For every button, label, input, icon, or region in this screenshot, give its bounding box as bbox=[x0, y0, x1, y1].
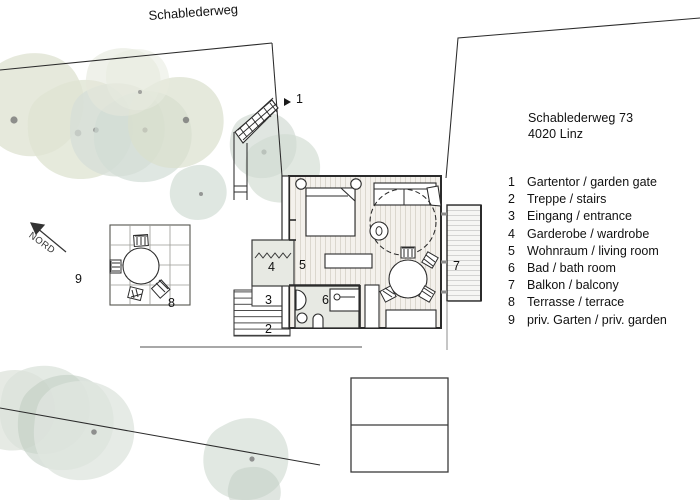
neighbour-building bbox=[350, 377, 449, 473]
tall-cabinet bbox=[364, 284, 380, 329]
tree-canopy bbox=[33, 380, 135, 481]
boundary-south-west bbox=[0, 407, 321, 466]
dining-chair bbox=[421, 251, 439, 269]
legend-item-4: 4 Garderobe / wardrobe bbox=[508, 226, 700, 243]
legend-label: Garderobe / wardrobe bbox=[527, 226, 650, 241]
nightstand-lamp bbox=[350, 178, 362, 190]
garden-gate-path bbox=[233, 97, 291, 200]
legend-number: 6 bbox=[508, 261, 515, 276]
plan-marker-gate: 1 bbox=[296, 92, 303, 106]
legend-label: Eingang / entrance bbox=[527, 209, 632, 224]
tree-canopy bbox=[106, 49, 170, 111]
terrace-chair bbox=[127, 286, 144, 302]
legend-item-2: 2 Treppe / stairs bbox=[508, 191, 700, 208]
bathtub bbox=[295, 289, 307, 311]
plan-marker-stairs: 2 bbox=[265, 322, 272, 336]
legend-label: Terrasse / terrace bbox=[527, 295, 625, 310]
tree-canopy-group bbox=[0, 48, 321, 500]
legend-label: Balkon / balcony bbox=[527, 278, 619, 293]
legend-number: 1 bbox=[508, 175, 515, 189]
boundary-north-east bbox=[445, 17, 700, 179]
legend-item-8: 8 Terrasse / terrace bbox=[508, 294, 700, 311]
address-line-1: Schablederweg 73 bbox=[528, 111, 634, 125]
legend-item-3: 3 Eingang / entrance bbox=[508, 208, 700, 225]
boundary-north-west bbox=[0, 42, 273, 71]
legend-number: 2 bbox=[508, 192, 515, 207]
terrace-chair bbox=[109, 259, 122, 274]
legend-label: priv. Garten / priv. garden bbox=[527, 312, 667, 327]
sofa-furniture bbox=[373, 182, 442, 207]
legend-item-5: 5 Wohnraum / living room bbox=[508, 243, 700, 260]
lower-cabinet bbox=[385, 309, 437, 329]
bath-room bbox=[294, 285, 360, 329]
legend-number: 7 bbox=[508, 278, 515, 293]
toilet bbox=[312, 313, 324, 329]
plan-marker-terrace: 8 bbox=[168, 296, 175, 310]
plan-marker-living-room: 5 bbox=[299, 258, 306, 272]
legend-number: 9 bbox=[508, 312, 515, 327]
terrace-table bbox=[122, 247, 160, 285]
legend-item-1: 1 Gartentor / garden gate bbox=[508, 174, 700, 191]
plan-marker-wardrobe: 4 bbox=[268, 260, 275, 274]
legend-number: 8 bbox=[508, 295, 515, 310]
legend-item-9: 9 priv. Garten / priv. garden bbox=[508, 312, 700, 329]
dining-chair bbox=[400, 246, 416, 259]
legend-label: Bad / bath room bbox=[527, 261, 616, 276]
legend-number: 5 bbox=[508, 243, 515, 258]
dining-chair bbox=[418, 285, 436, 303]
nightstand-lamp bbox=[295, 178, 307, 190]
wardrobe-room bbox=[251, 239, 295, 287]
dining-table bbox=[388, 259, 428, 299]
address-block: Schablederweg 73 4020 Linz bbox=[528, 110, 698, 142]
balcony-deck bbox=[441, 204, 482, 350]
legend-number: 3 bbox=[508, 209, 515, 224]
legend-number: 4 bbox=[508, 226, 515, 241]
dining-chair bbox=[379, 285, 397, 303]
plan-marker-entrance: 3 bbox=[265, 293, 272, 307]
legend-label: Treppe / stairs bbox=[527, 192, 607, 207]
terrace-chair bbox=[150, 279, 171, 299]
side-table bbox=[369, 221, 389, 241]
legend-label: Gartentor / garden gate bbox=[527, 175, 657, 189]
shower-enclosure bbox=[329, 288, 360, 312]
address-line-2: 4020 Linz bbox=[528, 127, 584, 141]
dining-set bbox=[379, 246, 439, 303]
bed-furniture bbox=[295, 178, 362, 237]
legend-item-6: 6 Bad / bath room bbox=[508, 260, 700, 277]
plan-marker-private-garden: 9 bbox=[75, 272, 82, 286]
terrace-paving bbox=[109, 224, 191, 306]
washbasin bbox=[296, 312, 308, 324]
legend-label: Wohnraum / living room bbox=[527, 243, 659, 258]
terrace-chair bbox=[133, 233, 149, 248]
legend-item-7: 7 Balkon / balcony bbox=[508, 277, 700, 294]
tree-canopy bbox=[203, 418, 289, 500]
legend: 1 Gartentor / garden gate 2 Treppe / sta… bbox=[508, 174, 700, 329]
tree-canopy bbox=[169, 164, 227, 220]
north-arrow bbox=[29, 222, 67, 253]
tree-canopy bbox=[227, 466, 281, 500]
interior-partitions bbox=[289, 219, 361, 328]
plan-marker-bath-room: 6 bbox=[322, 293, 329, 307]
gate-marker-arrow bbox=[284, 98, 291, 106]
kitchen-counter bbox=[324, 253, 373, 269]
plan-marker-balcony: 7 bbox=[453, 259, 460, 273]
